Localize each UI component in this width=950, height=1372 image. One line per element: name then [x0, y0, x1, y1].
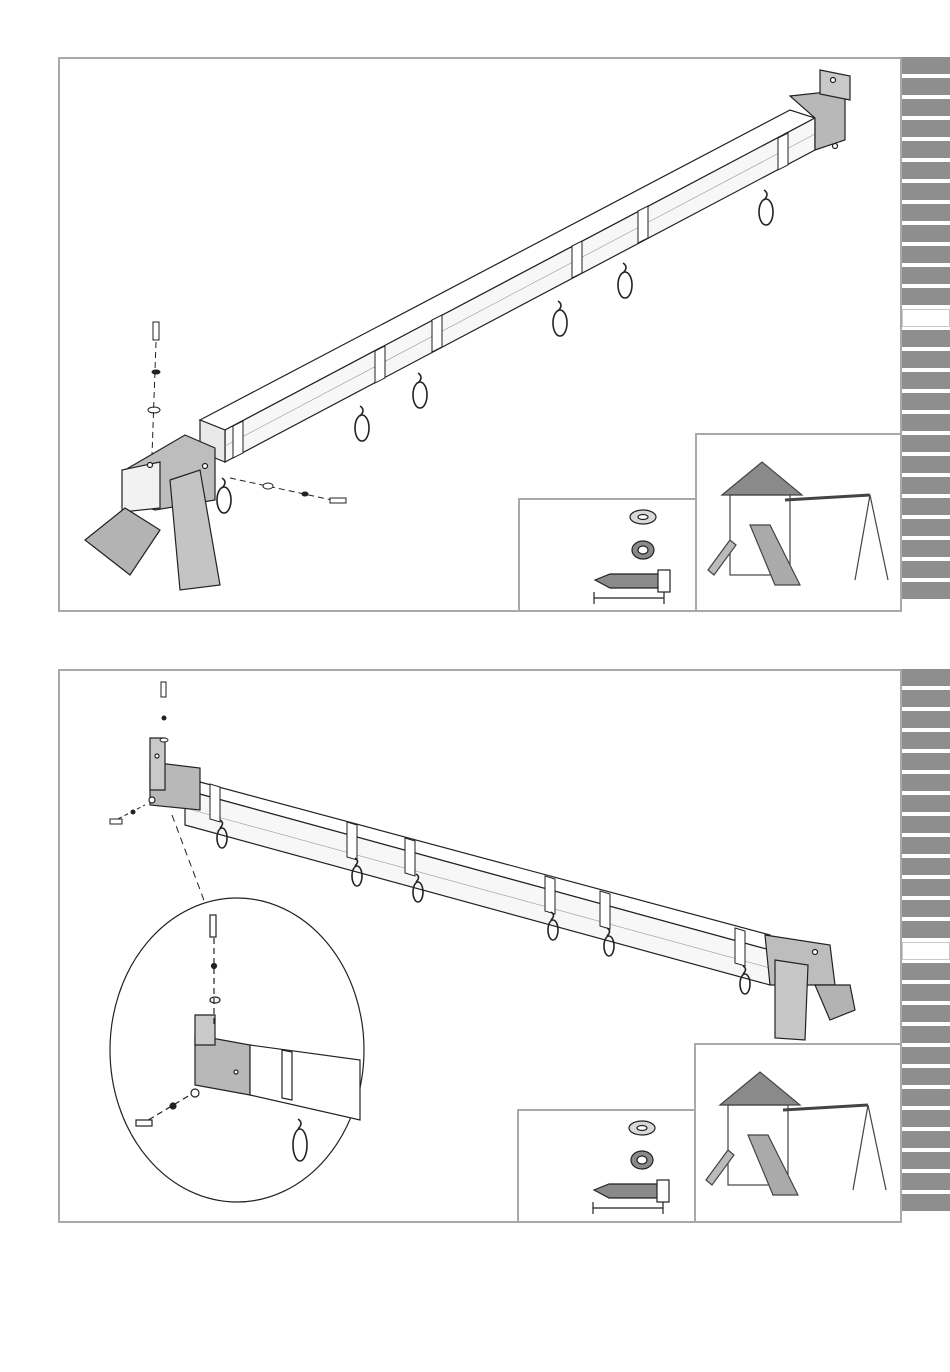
step-tab: [902, 1005, 950, 1023]
step-tab: [902, 711, 950, 729]
step-tab: [902, 984, 950, 1002]
step-tab: [902, 1068, 950, 1086]
step-tab: [902, 816, 950, 834]
step-tab: [902, 1173, 950, 1191]
step-tab: [902, 732, 950, 750]
step-tab: [902, 690, 950, 708]
step-tabs-bottom: [902, 669, 950, 1223]
step-tab: [902, 1089, 950, 1107]
step-tab: [902, 963, 950, 981]
step-tab: [902, 1152, 950, 1170]
step-tab: [902, 1194, 950, 1212]
step-tab: [902, 795, 950, 813]
step-tab: [902, 1047, 950, 1065]
step-tab: [902, 1026, 950, 1044]
step-tab: [902, 1131, 950, 1149]
step-tab: [902, 669, 950, 687]
step-tab: [902, 774, 950, 792]
step-tab: [902, 837, 950, 855]
step-tab: [902, 900, 950, 918]
step-tab: [902, 858, 950, 876]
step-tab: [902, 1110, 950, 1128]
step-tab-active: [902, 942, 950, 960]
step-tab: [902, 753, 950, 771]
step-tab: [902, 879, 950, 897]
step-tab: [902, 921, 950, 939]
